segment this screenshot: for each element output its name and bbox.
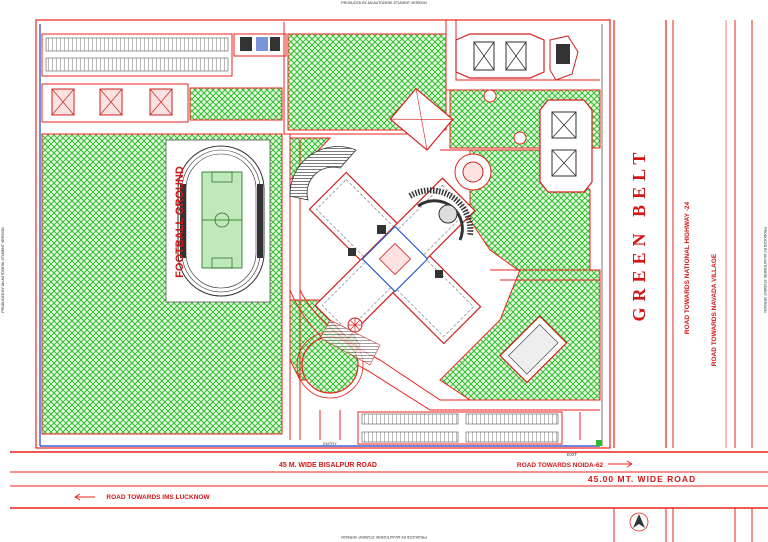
guard-house [233, 33, 287, 57]
watermark-right: PRODUCED BY AN AUTODESK STUDENT VERSION [763, 227, 767, 313]
guard-kiosk [596, 440, 602, 446]
curved-wing [408, 187, 474, 241]
watermark-bottom: PRODUCED BY AN AUTODESK STUDENT VERSION [341, 535, 427, 539]
bisalpur-road-label: 45 M. WIDE BISALPUR ROAD [279, 462, 377, 469]
watermark-left: PRODUCED BY AN AUTODESK STUDENT VERSION [1, 227, 5, 313]
fountain [319, 317, 381, 366]
hostel-annex [549, 35, 579, 81]
green-belt-label: GREEN BELT [629, 147, 649, 322]
small-buildings [41, 83, 189, 123]
hostel-block-top [455, 33, 545, 79]
bottom-parking [357, 411, 563, 445]
football-ground-label: FOOTBALL GROUND [174, 166, 186, 278]
navada-label: ROAD TOWARDS NAVADA VILLAGE [711, 253, 718, 366]
top-parking [41, 33, 233, 77]
lawn-top-mid [189, 87, 283, 121]
road-45m-label: 45.00 MT. WIDE ROAD [588, 474, 696, 484]
amphitheatre [289, 146, 357, 201]
watermark-top: PRODUCED BY AN AUTODESK STUDENT VERSION [341, 1, 427, 5]
admin-block [389, 87, 454, 151]
football-ground [165, 139, 271, 303]
ims-road-label: ROAD TOWARDS IMS LUCKNOW [106, 494, 210, 501]
exit-label: EXIT [567, 452, 577, 457]
canteen-block [499, 315, 568, 384]
noida-road-label: ROAD TOWARDS NOIDA-62 [517, 462, 604, 469]
north-arrow-icon [629, 512, 649, 532]
central-courtyard [361, 225, 429, 293]
entry-label: ENTRY [323, 441, 337, 446]
nh24-label: ROAD TOWARDS NATIONAL HIGHWAY -24 [684, 202, 691, 335]
internal-roads [283, 20, 600, 440]
main-roads [10, 451, 768, 542]
hostel-block-right [539, 99, 593, 193]
